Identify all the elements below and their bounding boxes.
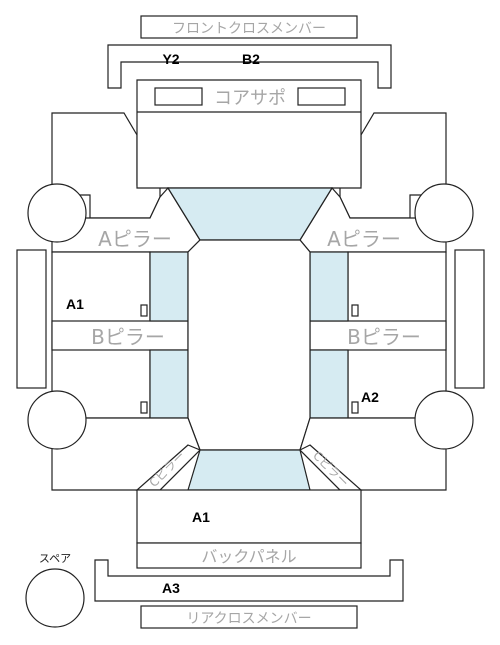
left-side-sill — [16, 249, 47, 389]
left-a-pillar-label: Aピラー — [98, 227, 172, 251]
right-headlight — [297, 87, 346, 106]
right-rear-marker — [351, 401, 359, 414]
right-rear-side-window — [309, 349, 349, 419]
left-front-side-window — [149, 251, 189, 322]
spare-tire — [25, 568, 85, 628]
grade-a1-left: A1 — [66, 296, 84, 312]
right-a-pillar-label: Aピラー — [327, 227, 401, 251]
right-b-pillar-label: Bピラー — [347, 325, 421, 349]
grade-b2: B2 — [242, 51, 260, 67]
left-rear-marker — [140, 401, 148, 414]
rear-bumper-bracket — [94, 559, 404, 602]
rear-cross-member-box — [140, 605, 358, 629]
front-cross-member-box — [140, 15, 358, 39]
grade-a1-trunk: A1 — [192, 509, 210, 525]
left-b-pillar-label: Bピラー — [91, 325, 165, 349]
core-support-label: コアサポ — [214, 88, 286, 109]
front-cross-member-label: フロントクロスメンバー — [172, 21, 326, 37]
rear-window — [187, 449, 311, 491]
rear-left-wheel — [27, 390, 87, 450]
front-bumper-bracket — [107, 44, 392, 89]
back-panel-label: バックパネル — [201, 547, 296, 566]
back-panel-box — [136, 542, 362, 569]
front-left-wheel — [27, 183, 87, 243]
front-right-wheel — [414, 183, 474, 243]
roof — [187, 239, 311, 451]
grade-y2: Y2 — [162, 51, 179, 67]
trunk-lid — [136, 489, 362, 544]
grade-a3: A3 — [162, 580, 180, 596]
rear-cross-member-label: リアクロスメンバー — [186, 611, 311, 627]
right-b-pillar-band — [309, 320, 447, 351]
grade-a2: A2 — [361, 389, 379, 405]
right-side-sill — [454, 249, 485, 389]
spare-tire-label: スペア — [39, 552, 71, 565]
rear-right-wheel — [414, 390, 474, 450]
right-front-marker — [351, 304, 359, 317]
left-rear-side-window — [149, 349, 189, 419]
left-headlight — [154, 87, 203, 106]
left-front-marker — [140, 304, 148, 317]
right-front-side-window — [309, 251, 349, 322]
